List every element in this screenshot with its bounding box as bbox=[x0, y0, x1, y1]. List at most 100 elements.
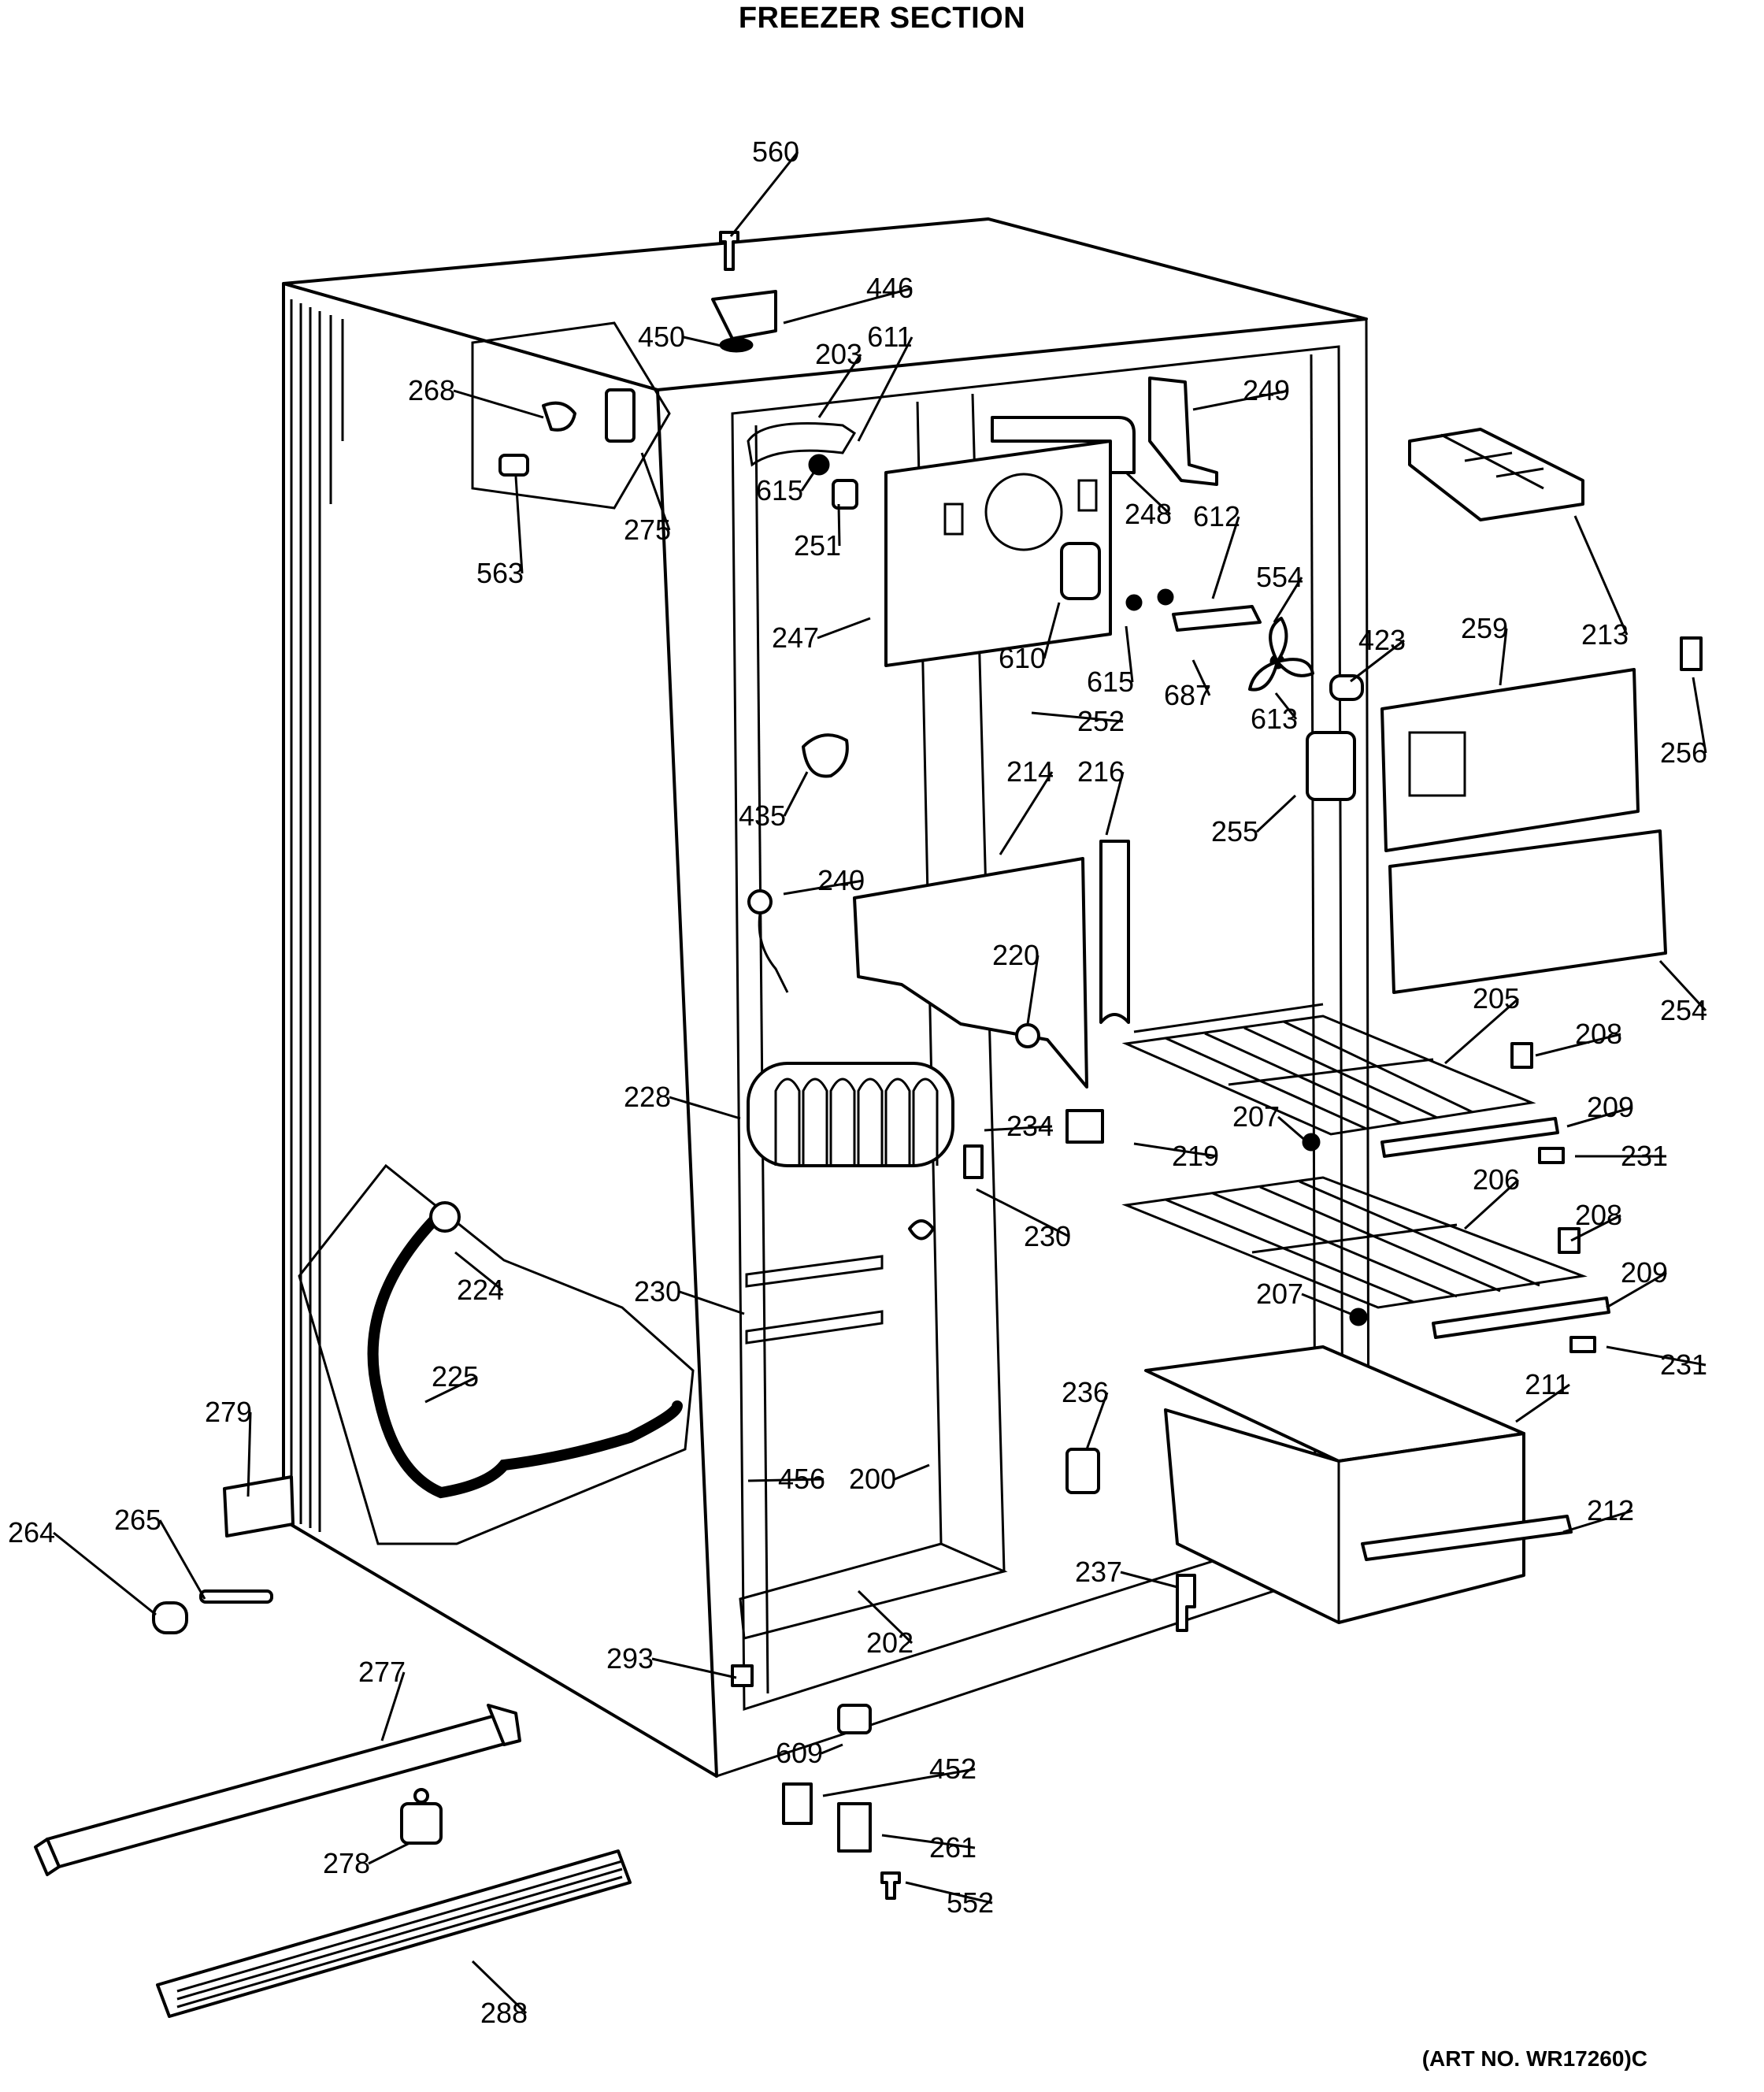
callout-label-247: 247 bbox=[772, 621, 819, 654]
callout-268: 268 bbox=[408, 374, 544, 419]
callout-label-252: 252 bbox=[1077, 705, 1125, 737]
callout-label-264: 264 bbox=[8, 1516, 55, 1549]
callout-212: 212 bbox=[1562, 1494, 1634, 1534]
callout-209: 209 bbox=[1566, 1091, 1634, 1128]
callout-label-220: 220 bbox=[992, 939, 1040, 971]
callout-label-446: 446 bbox=[866, 272, 914, 304]
callout-687: 687 bbox=[1164, 659, 1211, 711]
callout-label-612: 612 bbox=[1193, 500, 1240, 532]
leader-line-610 bbox=[1043, 602, 1061, 659]
callout-231: 231 bbox=[1575, 1140, 1668, 1172]
callout-213: 213 bbox=[1573, 515, 1629, 651]
callout-237: 237 bbox=[1075, 1556, 1178, 1589]
top-hinge bbox=[711, 290, 777, 340]
damper-cover bbox=[1148, 376, 1218, 486]
callout-611: 611 bbox=[857, 321, 914, 442]
callout-label-255: 255 bbox=[1211, 815, 1258, 848]
callout-452: 452 bbox=[822, 1753, 976, 1797]
callout-label-450: 450 bbox=[638, 321, 685, 353]
callout-554: 554 bbox=[1256, 561, 1303, 623]
damper-control bbox=[802, 733, 849, 778]
leader-line-446 bbox=[783, 287, 913, 325]
leader-line-236 bbox=[1085, 1392, 1109, 1450]
callout-208: 208 bbox=[1535, 1018, 1622, 1057]
leader-line-252 bbox=[1031, 711, 1124, 723]
leader-line-231b bbox=[1606, 1345, 1707, 1367]
callout-label-231: 231 bbox=[1621, 1140, 1668, 1172]
leader-line-248 bbox=[1125, 471, 1172, 516]
leader-line-234 bbox=[984, 1125, 1053, 1132]
leader-line-213 bbox=[1573, 515, 1629, 636]
leader-line-254 bbox=[1658, 959, 1707, 1012]
hinge-shim bbox=[782, 1782, 813, 1825]
callout-224: 224 bbox=[454, 1251, 504, 1306]
light-switch bbox=[605, 388, 636, 443]
callout-615: 615 bbox=[756, 464, 821, 506]
callout-252: 252 bbox=[1031, 705, 1125, 737]
callout-207b: 207 bbox=[1256, 1278, 1355, 1317]
leader-line-205 bbox=[1444, 997, 1519, 1065]
callout-label-208b: 208 bbox=[1575, 1199, 1622, 1231]
callout-216: 216 bbox=[1077, 755, 1125, 836]
leader-line-230b bbox=[679, 1290, 745, 1315]
kickplate-grille bbox=[156, 1849, 632, 2018]
cabinet bbox=[282, 217, 1370, 1779]
callout-label-200: 200 bbox=[849, 1463, 896, 1495]
art-number: (ART NO. WR17260)C bbox=[1421, 2046, 1647, 2071]
leader-line-456 bbox=[747, 1478, 825, 1482]
freezer-upper-panel bbox=[1380, 668, 1640, 852]
leader-line-288 bbox=[471, 1960, 528, 2015]
leader-line-423 bbox=[1350, 639, 1405, 683]
callout-264: 264 bbox=[8, 1516, 157, 1616]
callout-label-203: 203 bbox=[815, 338, 862, 370]
callout-label-230b: 230 bbox=[634, 1275, 681, 1308]
callout-label-234: 234 bbox=[1006, 1110, 1054, 1142]
callout-265: 265 bbox=[114, 1504, 206, 1600]
callout-label-554: 554 bbox=[1256, 561, 1303, 593]
callout-214: 214 bbox=[999, 755, 1054, 855]
leader-line-552 bbox=[905, 1881, 993, 1905]
leader-line-615 bbox=[800, 464, 821, 491]
air-duct bbox=[1099, 840, 1130, 1024]
shelf-clip bbox=[1510, 1042, 1533, 1069]
callout-label-259: 259 bbox=[1461, 612, 1508, 644]
callout-label-219: 219 bbox=[1172, 1140, 1219, 1172]
callout-279: 279 bbox=[205, 1396, 252, 1497]
callout-label-236: 236 bbox=[1062, 1376, 1109, 1408]
callout-208b: 208 bbox=[1570, 1199, 1622, 1242]
callout-label-279: 279 bbox=[205, 1396, 252, 1428]
callout-254: 254 bbox=[1658, 959, 1707, 1026]
callout-label-613: 613 bbox=[1251, 703, 1298, 735]
callout-236: 236 bbox=[1062, 1376, 1109, 1450]
callout-247: 247 bbox=[772, 617, 871, 654]
leader-line-206 bbox=[1463, 1178, 1520, 1230]
callout-label-615: 615 bbox=[756, 474, 803, 506]
callout-259: 259 bbox=[1461, 612, 1508, 686]
leader-line-214 bbox=[999, 771, 1054, 855]
callout-220: 220 bbox=[992, 939, 1040, 1025]
leveling-leg-cap bbox=[152, 1601, 188, 1634]
fan-blade bbox=[1248, 617, 1314, 692]
leader-line-277 bbox=[380, 1671, 406, 1741]
hinge-screw-bottom bbox=[880, 1871, 901, 1900]
hinge-spacer bbox=[837, 1704, 872, 1734]
duct-tube bbox=[991, 416, 1136, 474]
callout-label-456: 456 bbox=[778, 1463, 825, 1495]
leader-line-613 bbox=[1274, 692, 1298, 720]
callout-label-240: 240 bbox=[817, 864, 865, 896]
callout-label-288: 288 bbox=[480, 1997, 528, 2029]
callout-203: 203 bbox=[815, 338, 862, 418]
callout-200: 200 bbox=[849, 1463, 930, 1495]
leader-line-208 bbox=[1535, 1033, 1621, 1057]
leader-line-209b bbox=[1606, 1271, 1667, 1309]
callout-label-228: 228 bbox=[624, 1081, 671, 1113]
callout-label-435: 435 bbox=[739, 799, 786, 832]
callout-230b: 230 bbox=[634, 1275, 745, 1315]
thermostat-knob bbox=[542, 401, 576, 432]
ice-bin-front bbox=[1388, 829, 1667, 994]
callout-255: 255 bbox=[1211, 794, 1297, 848]
heater-cord bbox=[747, 889, 789, 993]
leader-line-202 bbox=[857, 1589, 914, 1645]
leader-line-255 bbox=[1255, 794, 1297, 833]
